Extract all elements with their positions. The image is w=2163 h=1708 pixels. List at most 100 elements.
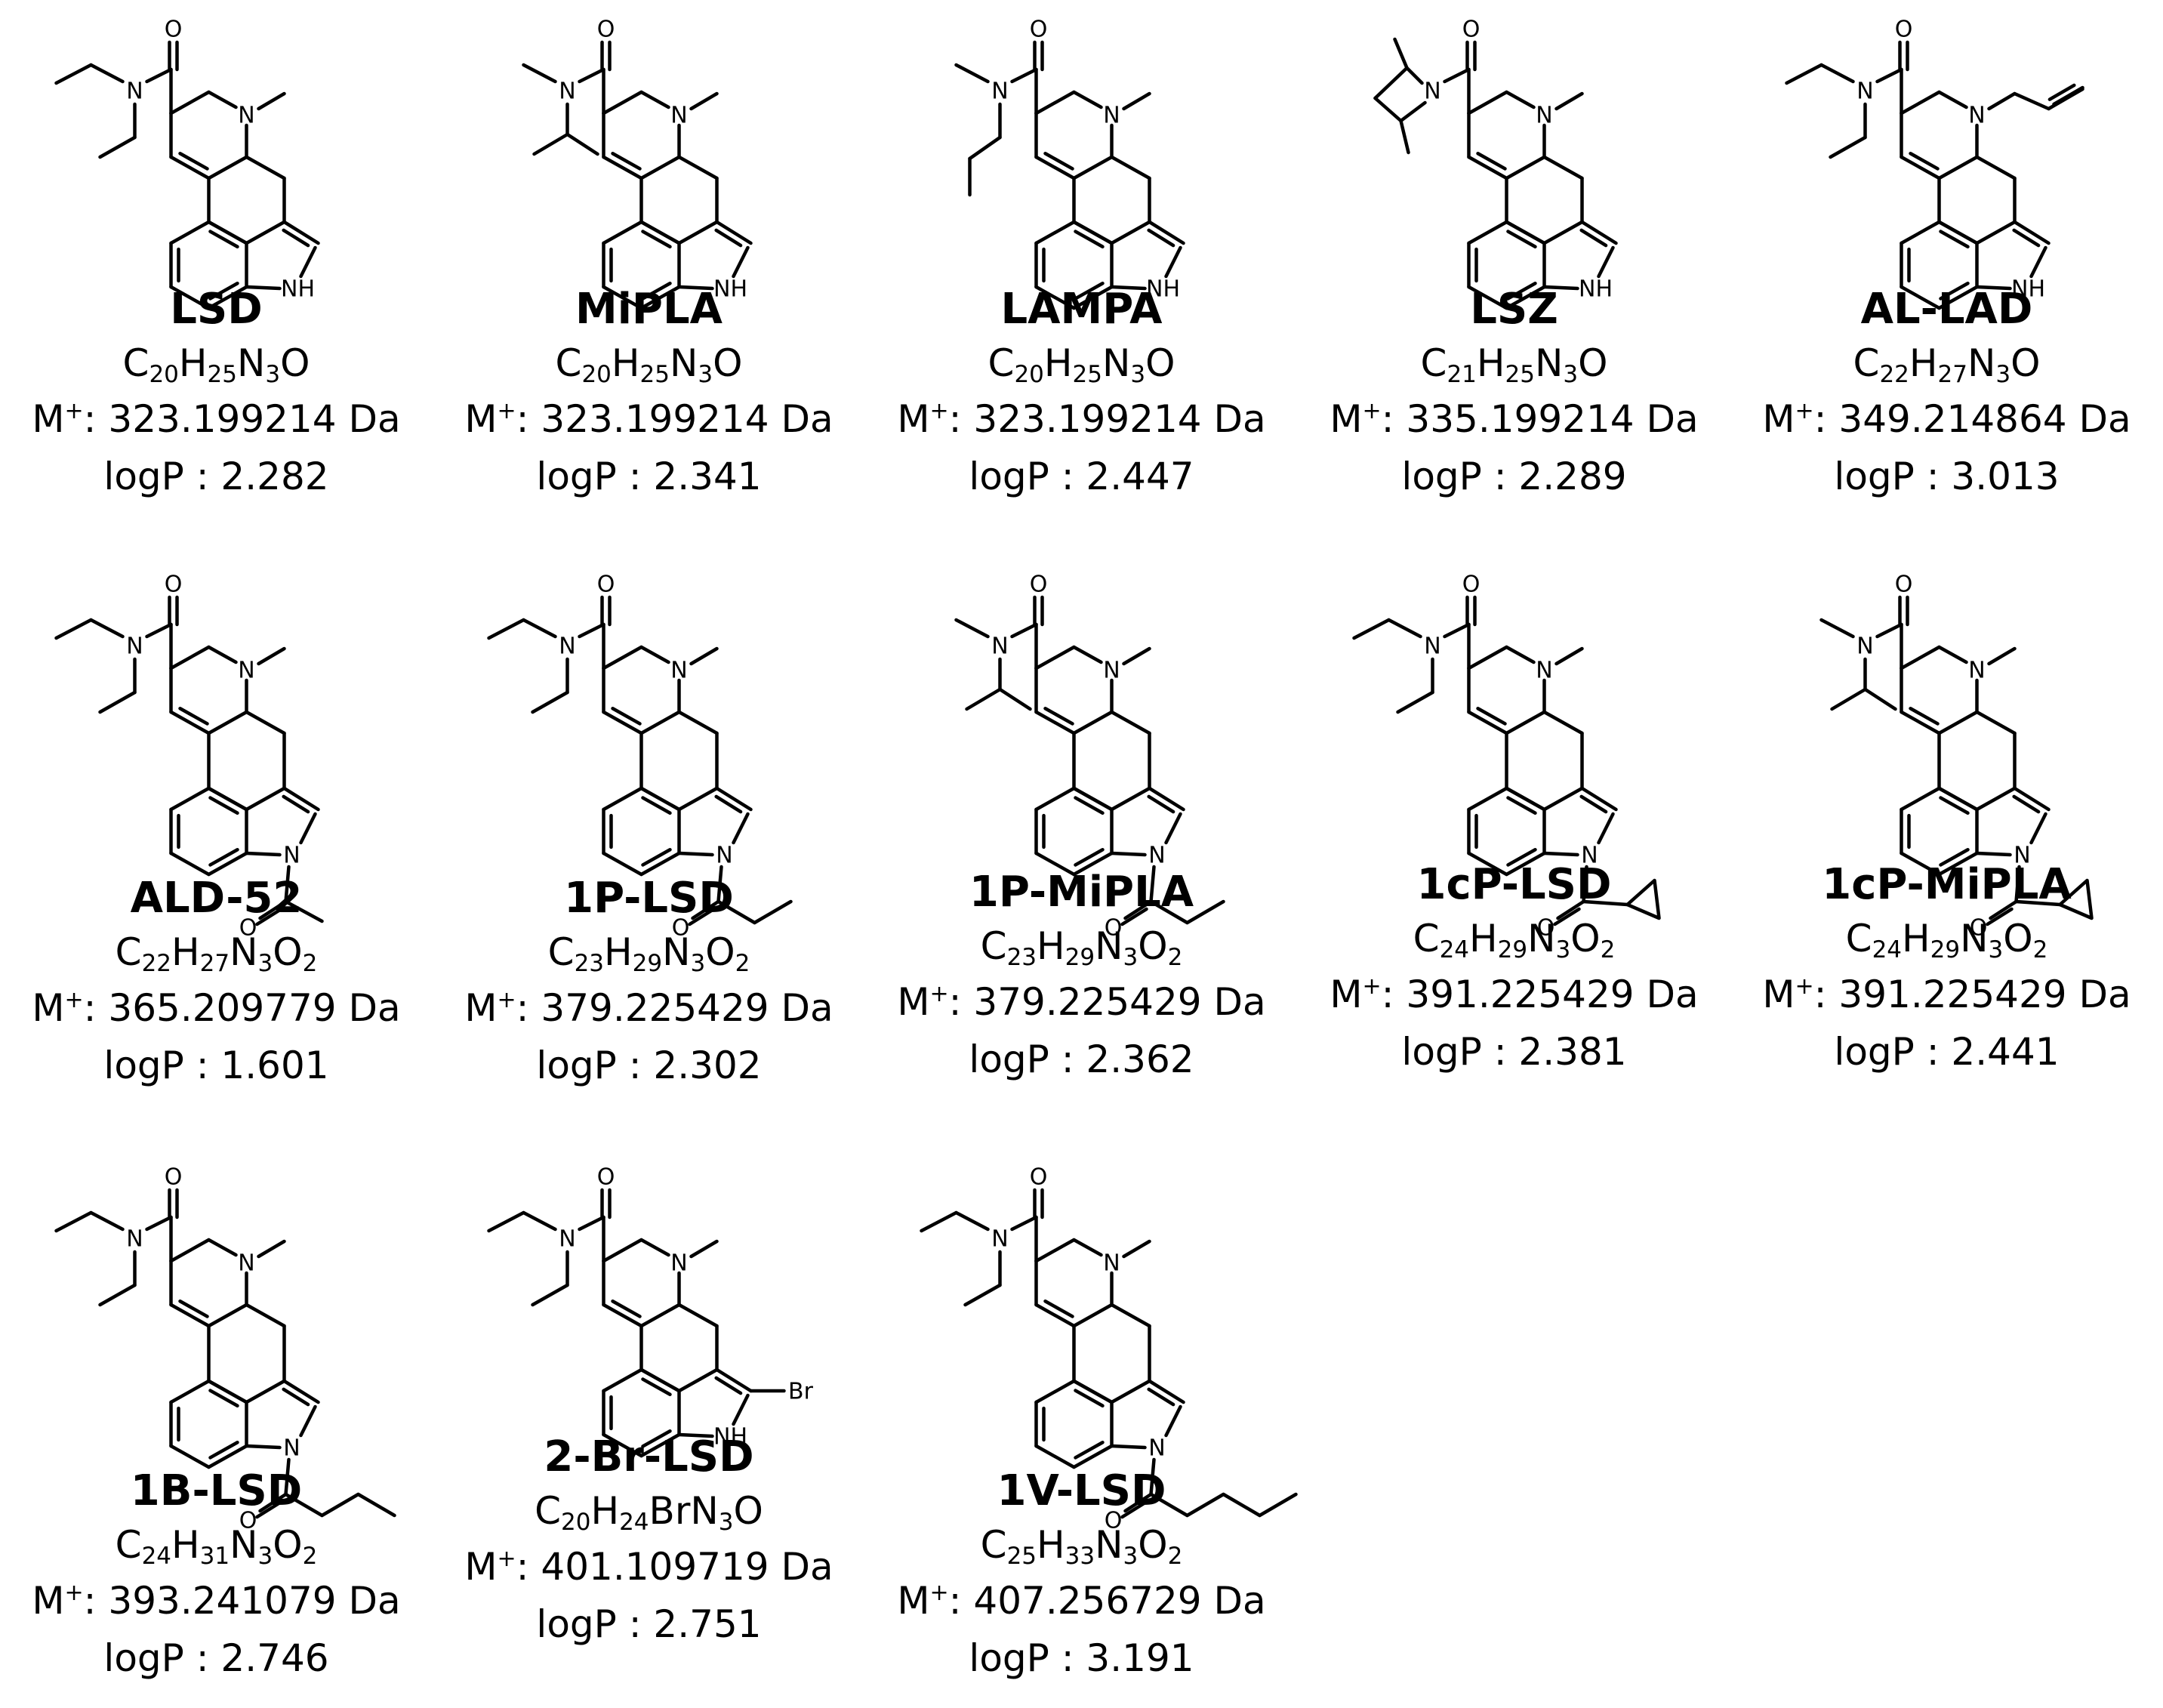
mass-charge: + [929,1580,949,1606]
bond [602,1238,643,1263]
atom-n1: N [283,1435,300,1462]
double-bond [1900,710,1941,735]
bond [1072,90,1103,109]
formula-count: 25 [639,361,670,388]
atom-n6: N [670,658,687,684]
atom-nh: NH [1146,276,1180,303]
bond [2029,812,2047,845]
bond [1467,220,1508,245]
formula-count: 24 [619,1509,649,1536]
formula-count: 3 [1130,361,1146,388]
bond [2013,220,2051,245]
bond [1010,1215,1038,1232]
double-bond [208,796,239,815]
bond [1110,786,1151,812]
bond [1122,1239,1151,1259]
bond [1034,1444,1076,1469]
compound-name: 1P-MiPLA [969,868,1194,917]
logp-value: logP : 2.751 [536,1602,762,1646]
double-bond [208,230,239,248]
formula-element: O [1570,917,1601,960]
atom-n-amide: N [126,1226,143,1253]
formula-element: H [1476,341,1505,385]
bond [639,1238,670,1257]
bond [1975,786,2017,812]
bond [1900,851,1941,877]
bond [716,899,756,925]
compound-name: ALD-52 [130,874,303,923]
bond [1819,63,1855,84]
bond [1987,646,2017,666]
bond [169,851,211,877]
bond [639,220,681,245]
mass-value: : 391.225429 Da [1381,973,1699,1016]
formula-count: 3 [257,950,273,977]
atom-o-amide: O [1462,572,1481,598]
bond [639,155,681,180]
atom-nh: NH [713,276,747,303]
bond [258,1492,288,1513]
double-bond [1034,1303,1076,1328]
bond [602,220,643,245]
mass-value: : 323.199214 Da [516,397,833,441]
formula-element: H [171,930,200,974]
bond [1149,899,1189,925]
formula-element: O [280,341,310,385]
bond [639,710,681,735]
bond [1149,865,1156,904]
bond [602,1432,643,1458]
double-bond [1120,907,1148,926]
bond [602,285,643,310]
double-bond [602,1303,643,1328]
bond [1110,851,1147,857]
bond [1010,67,1038,84]
bond [284,1492,324,1518]
exact-mass: M+: 391.225429 Da [1730,966,2163,1023]
bond [1185,1492,1225,1518]
double-bond [169,155,211,180]
bond [1505,786,1546,812]
bond [1597,812,1615,845]
compound-name: 1B-LSD [130,1466,303,1515]
double-bond [1147,228,1175,248]
double-bond [2012,228,2041,248]
mass-charge: + [64,398,84,424]
compound-name: 1V-LSD [997,1466,1166,1515]
molecular-formula: C22H27N3O2 [0,925,433,979]
double-bond [2052,85,2084,106]
bond [1505,710,1546,735]
bond [732,812,750,845]
exact-mass: M+: 379.225429 Da [433,979,865,1037]
bond [282,1379,320,1404]
double-bond [1506,230,1537,248]
atom-o-amide: O [1030,17,1048,43]
double-bond [1579,228,1608,248]
bond [732,245,750,279]
formula-element: N [1102,341,1131,385]
bond [2014,899,2062,907]
bond [245,1303,286,1328]
bond [1467,786,1508,812]
bond [532,132,569,156]
bond [1542,710,1584,735]
double-bond [178,1299,209,1318]
formula-count: 20 [561,1509,591,1536]
bond [677,786,719,812]
double-bond [1553,907,1581,926]
compound-name: 1P-LSD [564,874,734,923]
mass-value: : 407.256729 Da [948,1579,1266,1623]
formula-count: 2 [302,950,318,977]
double-bond [1476,152,1507,171]
formula-element: H [1037,924,1065,968]
atom-o-acyl: O [1970,915,1988,942]
bond [920,1210,958,1233]
bond [639,1367,681,1393]
